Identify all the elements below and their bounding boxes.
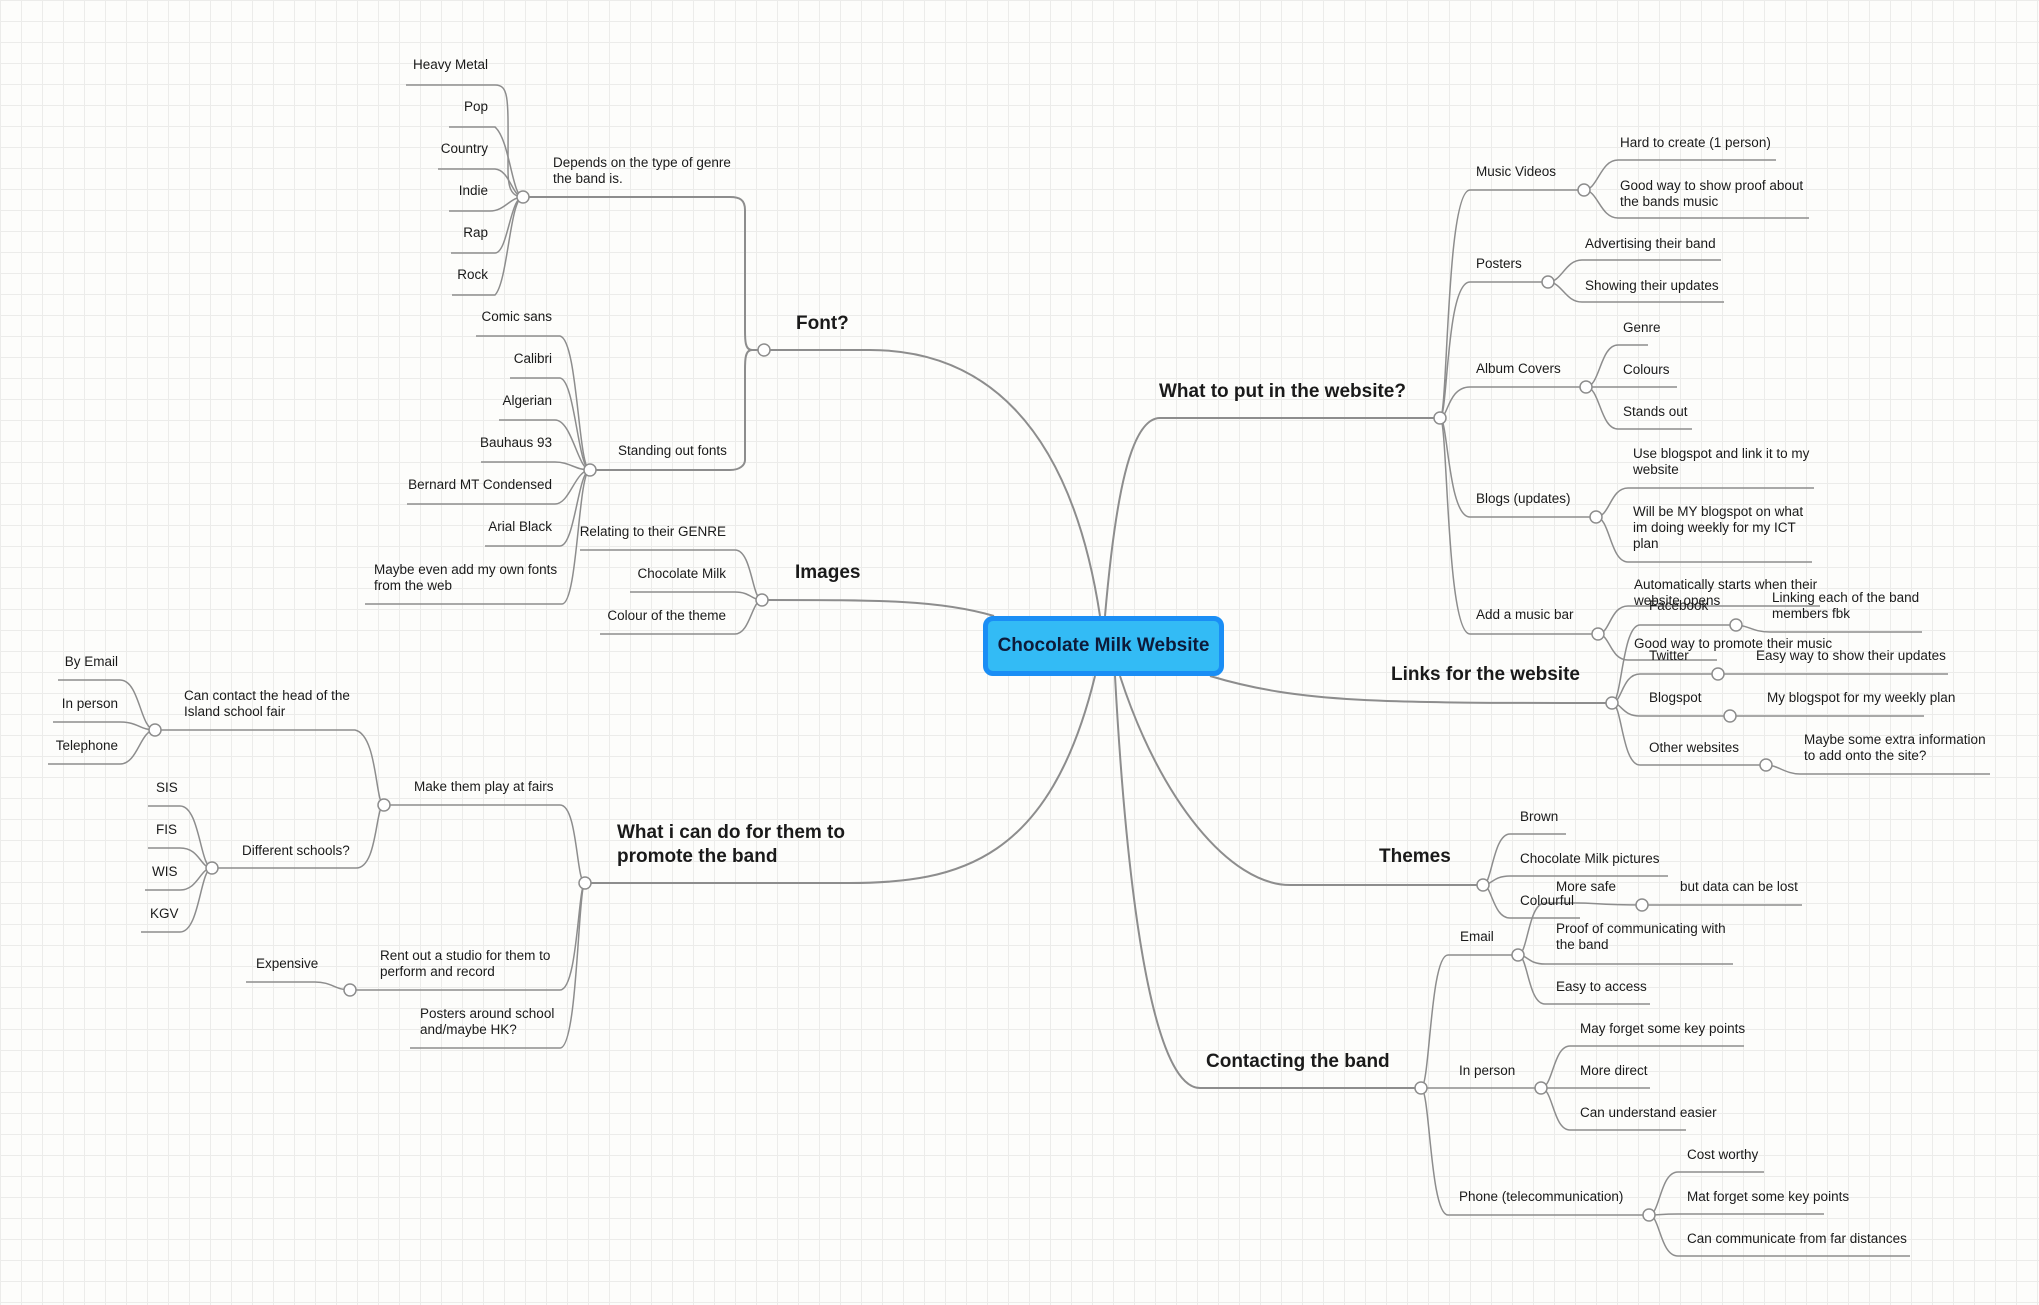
genre-item[interactable]: Rap [463,225,488,240]
theme-item[interactable]: Chocolate Milk pictures [1520,851,1660,866]
phone-item[interactable]: Can communicate from far distances [1687,1231,1907,1246]
mv-item[interactable]: Good way to show proof about the bands m… [1620,178,1804,209]
link-blogspot[interactable]: Blogspot [1649,690,1702,705]
promote-fairs[interactable]: Make them play at fairs [414,779,554,794]
contact-data-lost[interactable]: but data can be lost [1680,879,1798,894]
genre-item[interactable]: Country [440,141,488,156]
image-item[interactable]: Chocolate Milk [637,566,726,581]
font-item[interactable]: Algerian [502,393,552,408]
topic-font[interactable]: Font? [796,313,849,334]
topic-links[interactable]: Links for the website [1391,664,1580,685]
contact-way[interactable]: In person [61,696,118,711]
promote-schools-q[interactable]: Different schools? [242,843,350,858]
email-item[interactable]: Easy to access [1556,979,1647,994]
poster-item[interactable]: Showing their updates [1585,278,1719,293]
link-twitter-note[interactable]: Easy way to show their updates [1756,648,1946,663]
promote-expensive[interactable]: Expensive [256,956,319,971]
school-item[interactable]: FIS [156,822,178,837]
topic-website[interactable]: What to put in the website? [1159,381,1406,402]
phone-item[interactable]: Mat forget some key points [1687,1189,1850,1204]
website-music-bar[interactable]: Add a music bar [1476,607,1574,622]
mv-item[interactable]: Hard to create (1 person) [1620,135,1771,150]
image-item[interactable]: Relating to their GENRE [579,524,726,539]
website-album[interactable]: Album Covers [1476,361,1561,376]
link-facebook[interactable]: Facebook [1649,598,1709,613]
website-music-videos[interactable]: Music Videos [1476,164,1557,179]
theme-item[interactable]: Brown [1520,809,1559,824]
topic-themes[interactable]: Themes [1379,846,1451,867]
font-item[interactable]: Calibri [513,351,552,366]
person-item[interactable]: May forget some key points [1580,1021,1746,1036]
album-item[interactable]: Stands out [1623,404,1688,419]
school-item[interactable]: SIS [156,780,178,795]
phone-item[interactable]: Cost worthy [1687,1147,1759,1162]
link-facebook-note[interactable]: Linking each of the band members fbk [1772,590,1920,621]
font-item[interactable]: Arial Black [488,519,552,534]
topic-contact[interactable]: Contacting the band [1206,1051,1390,1072]
image-item[interactable]: Colour of the theme [607,608,726,623]
promote-posters[interactable]: Posters around school and/maybe HK? [420,1006,555,1037]
theme-item[interactable]: Colourful [1520,893,1575,908]
topic-promote[interactable]: What i can do for them to promote the ba… [617,822,845,867]
school-item[interactable]: KGV [150,906,179,921]
promote-contact-head[interactable]: Can contact the head of the Island schoo… [184,688,350,719]
person-item[interactable]: More direct [1580,1063,1648,1078]
contact-way[interactable]: By Email [64,654,118,669]
contact-more-safe[interactable]: More safe [1556,879,1617,894]
font-item[interactable]: Bauhaus 93 [479,435,552,450]
link-blogspot-note[interactable]: My blogspot for my weekly plan [1767,690,1956,705]
promote-studio[interactable]: Rent out a studio for them to perform an… [380,948,551,979]
album-item[interactable]: Genre [1623,320,1661,335]
bar-item[interactable]: Good way to promote their music [1634,636,1833,651]
genre-item[interactable]: Pop [463,99,488,114]
link-other-note[interactable]: Maybe some extra information to add onto… [1804,732,1986,763]
font-standing[interactable]: Standing out fonts [618,443,727,458]
link-twitter[interactable]: Twitter [1649,648,1689,663]
contact-way[interactable]: Telephone [55,738,118,753]
website-blogs[interactable]: Blogs (updates) [1476,491,1571,506]
blog-item[interactable]: Use blogspot and link it to my website [1633,446,1810,477]
font-item[interactable]: Bernard MT Condensed [408,477,552,492]
blog-item[interactable]: Will be MY blogspot on what im doing wee… [1633,504,1804,551]
album-item[interactable]: Colours [1623,362,1670,377]
website-posters[interactable]: Posters [1476,256,1522,271]
genre-item[interactable]: Heavy Metal [412,57,488,72]
genre-item[interactable]: Indie [458,183,488,198]
genre-item[interactable]: Rock [457,267,488,282]
email-item[interactable]: Proof of communicating with the band [1556,921,1726,952]
topic-images[interactable]: Images [795,562,861,583]
contact-phone[interactable]: Phone (telecommunication) [1459,1189,1624,1204]
person-item[interactable]: Can understand easier [1580,1105,1717,1120]
link-other[interactable]: Other websites [1649,740,1740,755]
school-item[interactable]: WIS [152,864,178,879]
font-item[interactable]: Comic sans [481,309,552,324]
bar-item[interactable]: Automatically starts when their website … [1634,577,1818,608]
font-genre-dep[interactable]: Depends on the type of genre the band is… [553,155,731,186]
contact-in-person[interactable]: In person [1459,1063,1516,1078]
poster-item[interactable]: Advertising their band [1585,236,1716,251]
font-item[interactable]: Maybe even add my own fonts from the web [374,562,558,593]
contact-email[interactable]: Email [1460,929,1494,944]
central-topic[interactable]: Chocolate Milk Website [983,616,1224,676]
